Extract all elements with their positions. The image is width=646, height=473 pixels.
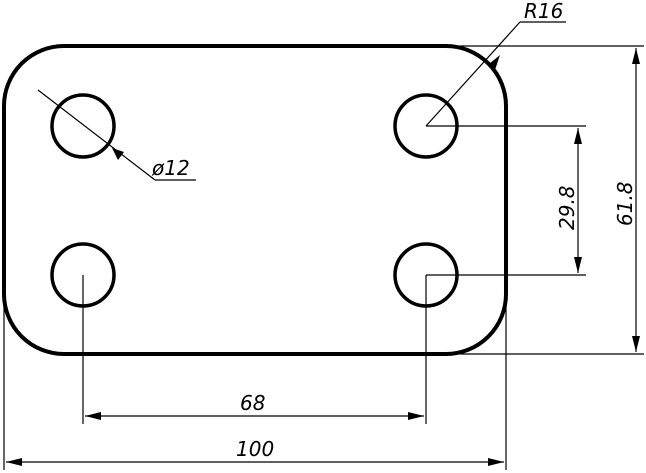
- hole-top-left: [50, 93, 116, 159]
- overall-width-dimension: 100: [3, 300, 507, 470]
- overall-height-dimension: 61.8: [460, 45, 644, 355]
- overall-height-label: 61.8: [613, 181, 637, 226]
- hole-spacing-y-label: 29.8: [555, 185, 579, 230]
- hole-spacing-y-dimension: 29.8: [426, 125, 586, 276]
- radius-callout: R16: [425, 0, 566, 127]
- overall-width-label: 100: [236, 437, 274, 461]
- radius-label: R16: [524, 0, 563, 23]
- diameter-label: ø12: [151, 156, 190, 180]
- hole-spacing-x-dimension: 68: [82, 275, 427, 424]
- diameter-callout: ø12: [37, 89, 196, 181]
- hole-spacing-x-label: 68: [240, 391, 265, 415]
- plate-outline: [2, 44, 508, 356]
